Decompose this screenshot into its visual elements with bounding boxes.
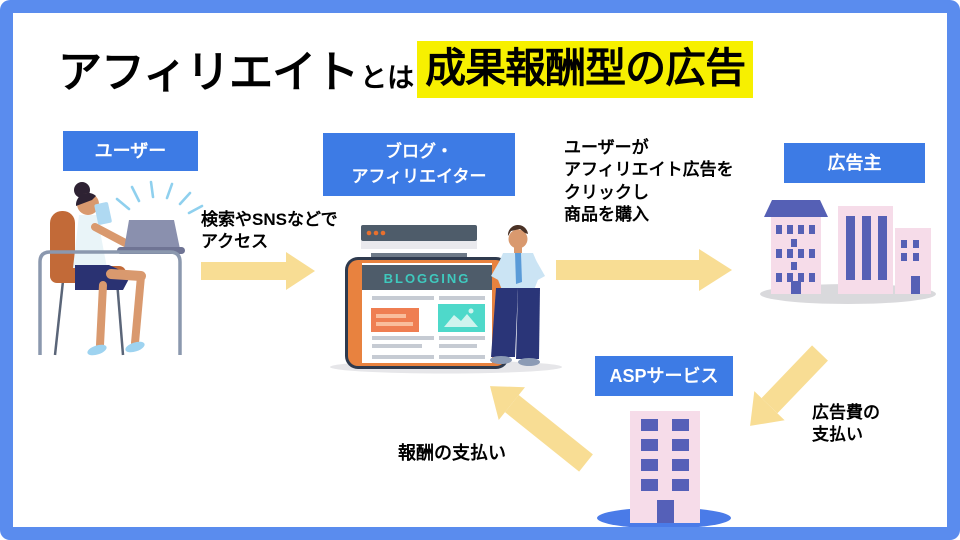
desk-icon [38, 250, 182, 355]
flow-label-purchase: ユーザーが アフィリエイト広告を クリックし 商品を購入 [564, 138, 734, 225]
node-asp: ASPサービス [595, 356, 733, 396]
browser-window-icon [361, 225, 477, 258]
arrow-user-to-blogger [201, 252, 315, 290]
advertiser-illustration [760, 200, 936, 304]
woman-icon [73, 182, 146, 356]
title-highlight: 成果報酬型の広告 [417, 41, 754, 99]
asp-building-icon [630, 411, 700, 523]
image-placeholder-icon [438, 304, 485, 332]
featured-post-block [371, 308, 419, 332]
blog-site-title: BLOGGING [384, 271, 471, 286]
title-main: アフィリエイト [58, 47, 359, 97]
office-buildings-icon [764, 200, 931, 294]
asp-illustration [597, 411, 731, 527]
blogger-illustration: BLOGGING [330, 224, 562, 374]
flow-label-access: 検索やSNSなどで アクセス [201, 210, 338, 252]
sparkle-lines-icon [115, 180, 204, 215]
blogger-man-icon [490, 224, 545, 366]
node-user: ユーザー [63, 131, 198, 171]
arrow-blogger-to-advertiser [556, 249, 732, 291]
node-blogger: ブログ・ アフィリエイター [323, 133, 515, 196]
tie-icon [515, 253, 522, 284]
blog-page-icon: BLOGGING [345, 257, 509, 369]
flow-label-ad-fee: 広告費の 支払い [812, 403, 880, 445]
title-connector: とは [360, 63, 415, 94]
laptop-icon [117, 220, 185, 254]
user-illustration [38, 180, 204, 356]
node-advertiser: 広告主 [784, 143, 925, 183]
page-title: アフィリエイト とは 成果報酬型の広告 [58, 41, 754, 99]
flow-label-reward: 報酬の支払い [398, 443, 506, 463]
